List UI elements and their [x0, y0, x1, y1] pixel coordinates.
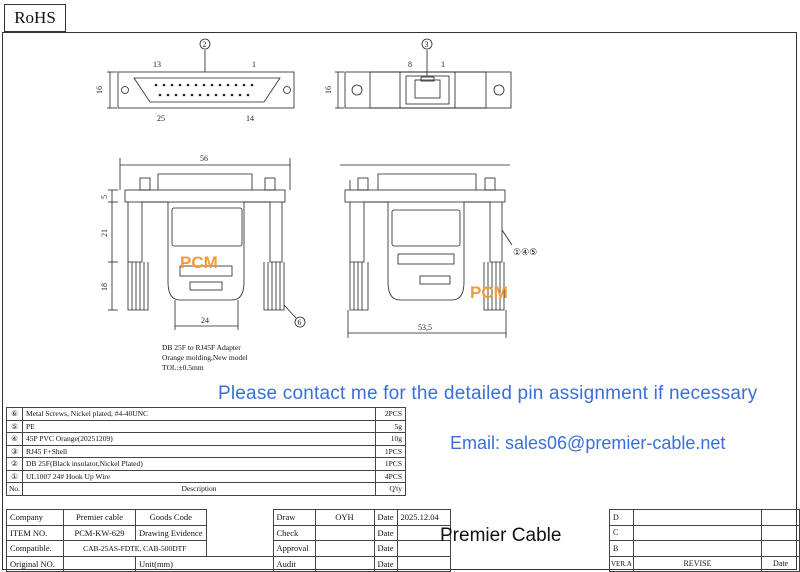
pcm-logo-side: PCM — [180, 253, 218, 272]
balloon-3: 3 — [425, 40, 429, 49]
dim-24: 24 — [201, 316, 209, 325]
contact-notice: Please contact me for the detailed pin a… — [218, 383, 758, 404]
balloon-145: ①④⑤ — [513, 247, 537, 257]
pin-13-label: 13 — [153, 60, 161, 69]
dim-16-right: 16 — [324, 86, 333, 94]
side-window — [171, 207, 243, 247]
dim-53-5: 53,5 — [418, 323, 432, 332]
rj45-pin-8-label: 8 — [408, 60, 412, 69]
dim-56: 56 — [200, 154, 208, 163]
title-block: Company Premier cable Goods Code Draw OY… — [6, 509, 451, 572]
rohs-label: RoHS — [4, 4, 66, 32]
dim-16-left: 16 — [95, 86, 104, 94]
db25-insulator — [133, 77, 281, 103]
dim-5: 5 — [100, 195, 109, 199]
rj45-pin-1-label: 1 — [441, 60, 445, 69]
db25-front-shell — [117, 71, 295, 109]
pin-25-label: 25 — [157, 114, 165, 123]
rj45-port — [405, 75, 450, 105]
dim-21: 21 — [100, 229, 109, 237]
email-contact: Email: sales06@premier-cable.net — [450, 433, 726, 453]
company-name: Premier Cable — [440, 525, 562, 546]
pcm-logo-front: PCM — [470, 283, 508, 302]
balloon-2: 2 — [203, 40, 207, 49]
db25-pins — [154, 83, 254, 97]
front-window — [391, 209, 461, 247]
pin-14-label: 14 — [246, 114, 254, 123]
balloon-6: 6 — [298, 318, 302, 327]
dim-18: 18 — [100, 283, 109, 291]
pin-1-label: 1 — [252, 60, 256, 69]
drawing-note: DB 25F to RJ45F Adapter Orange molding,N… — [162, 343, 248, 372]
